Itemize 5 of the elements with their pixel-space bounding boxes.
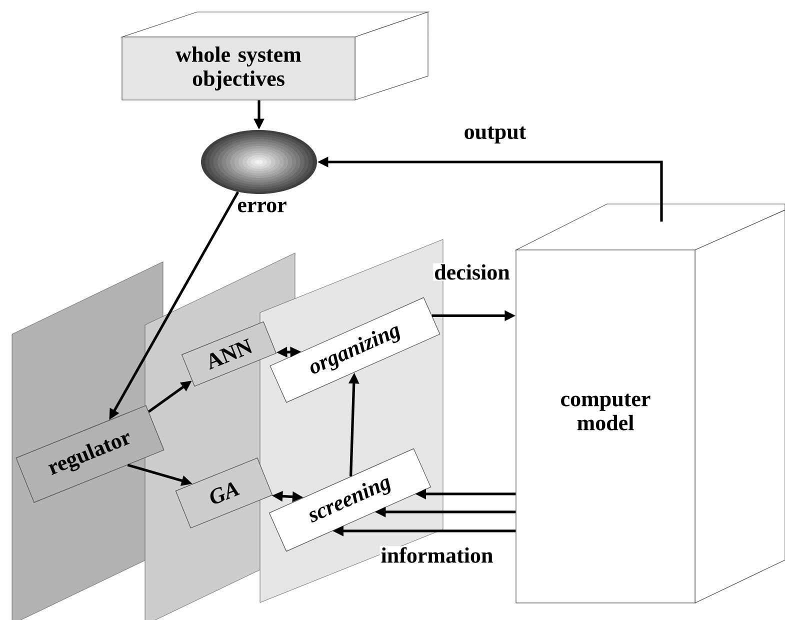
edge-label: output bbox=[462, 125, 528, 145]
edge-label: decision bbox=[433, 263, 511, 281]
node-caption: error bbox=[238, 202, 286, 212]
label-box: GA bbox=[175, 458, 273, 528]
edge-label: information bbox=[380, 546, 494, 564]
